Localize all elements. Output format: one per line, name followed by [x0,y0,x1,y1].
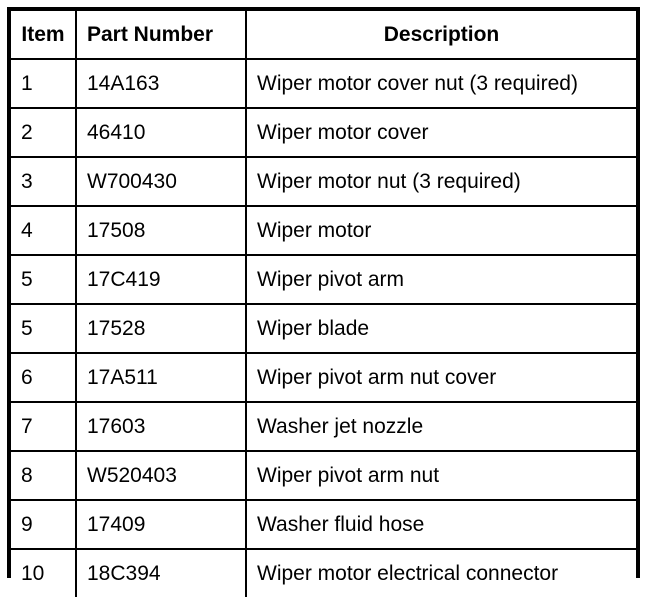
cell-description: Wiper motor nut (3 required) [245,156,636,207]
cell-part-number: W700430 [75,156,247,207]
cell-part-number: 17C419 [75,254,247,305]
table-header-row: Item Part Number Description [11,11,636,60]
cell-item: 10 [11,548,77,597]
cell-description: Wiper pivot arm nut cover [245,352,636,403]
cell-part-number: 46410 [75,107,247,158]
cell-description: Wiper blade [245,303,636,354]
cell-item: 5 [11,303,77,354]
column-header-description: Description [245,11,636,60]
column-header-item: Item [11,11,77,60]
cell-item: 2 [11,107,77,158]
cell-item: 4 [11,205,77,256]
cell-part-number: W520403 [75,450,247,501]
cell-part-number: 17528 [75,303,247,354]
cell-description: Wiper motor [245,205,636,256]
cell-item: 3 [11,156,77,207]
table-header: Item Part Number Description [11,11,636,60]
cell-description: Wiper motor electrical connector [245,548,636,597]
column-header-part-number: Part Number [75,11,247,60]
cell-description: Wiper motor cover nut (3 required) [245,58,636,109]
cell-part-number: 17409 [75,499,247,550]
cell-item: 5 [11,254,77,305]
cell-description: Wiper motor cover [245,107,636,158]
cell-item: 6 [11,352,77,403]
cell-item: 1 [11,58,77,109]
cell-item: 8 [11,450,77,501]
cell-part-number: 17A511 [75,352,247,403]
cell-part-number: 17603 [75,401,247,452]
cell-part-number: 18C394 [75,548,247,597]
cell-description: Wiper pivot arm [245,254,636,305]
cell-description: Washer fluid hose [245,499,636,550]
cell-part-number: 17508 [75,205,247,256]
cell-part-number: 14A163 [75,58,247,109]
cell-description: Wiper pivot arm nut [245,450,636,501]
cell-description: Washer jet nozzle [245,401,636,452]
cell-item: 7 [11,401,77,452]
cell-item: 9 [11,499,77,550]
